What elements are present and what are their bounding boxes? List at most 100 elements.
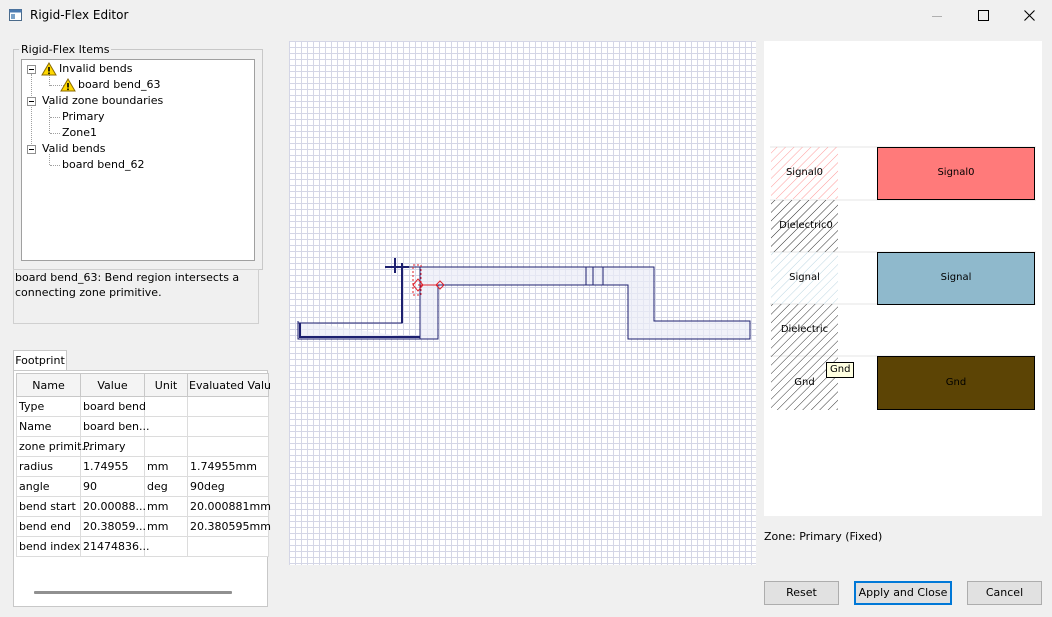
table-cell: Type bbox=[16, 396, 81, 417]
table-cell bbox=[144, 416, 188, 437]
stackup-hatch-dielectric bbox=[771, 304, 838, 356]
stackup-hatch-label: Signal0 bbox=[785, 167, 824, 178]
tree-item-label: Invalid bends bbox=[59, 62, 133, 75]
table-cell[interactable]: 20.38059... bbox=[80, 516, 146, 537]
warning-icon bbox=[60, 78, 76, 92]
table-cell: radius bbox=[16, 456, 81, 477]
table-cell: mm bbox=[144, 496, 188, 517]
table-cell bbox=[144, 396, 188, 417]
table-cell bbox=[144, 536, 188, 557]
stackup-hatch-label: Dielectric bbox=[780, 324, 829, 335]
table-cell[interactable]: Primary bbox=[80, 436, 145, 457]
tree-item-label: Valid zone boundaries bbox=[42, 94, 164, 107]
stackup-layer-label: Signal bbox=[940, 272, 972, 283]
stackup-layer-label: Signal0 bbox=[937, 167, 975, 178]
close-button[interactable] bbox=[1006, 0, 1052, 31]
table-cell[interactable]: board ben... bbox=[80, 416, 149, 437]
tree-item-board-bend-62[interactable]: board bend_62 bbox=[62, 157, 144, 173]
column-header[interactable]: Value bbox=[80, 373, 145, 397]
tree-line bbox=[31, 74, 32, 150]
stackup-swatch-signal0 bbox=[877, 147, 1035, 200]
board-outline[interactable] bbox=[289, 41, 756, 565]
table-cell[interactable]: 1.74955 bbox=[80, 456, 145, 477]
table-cell[interactable]: 20.00088... bbox=[80, 496, 146, 517]
tree-line bbox=[49, 74, 50, 86]
column-header[interactable]: Unit bbox=[144, 373, 188, 397]
table-cell: 1.74955mm bbox=[187, 456, 269, 477]
tab-label: Footprint bbox=[15, 354, 65, 367]
collapse-icon[interactable] bbox=[27, 145, 36, 154]
table-cell: 90deg bbox=[187, 476, 269, 497]
items-tree[interactable]: Invalid bends board bend_63 Valid zone b… bbox=[21, 59, 255, 261]
tree-line bbox=[50, 165, 60, 166]
table-cell: 20.380595mm bbox=[187, 516, 271, 537]
tree-item-label: Zone1 bbox=[62, 126, 98, 139]
tree-item-label: Primary bbox=[62, 110, 105, 123]
maximize-icon bbox=[977, 10, 989, 21]
tree-line bbox=[50, 133, 60, 134]
tree-line bbox=[49, 154, 50, 165]
table-cell: Name bbox=[16, 416, 81, 437]
reset-button[interactable]: Reset bbox=[764, 581, 839, 605]
items-group-title: Rigid-Flex Items bbox=[19, 43, 112, 56]
tab-footprint[interactable]: Footprint bbox=[13, 350, 67, 371]
table-cell bbox=[187, 536, 269, 557]
zone-status: Zone: Primary (Fixed) bbox=[764, 530, 883, 543]
table-row[interactable]: zone primit...Primary bbox=[16, 436, 269, 457]
stackup-hatch-signal bbox=[771, 252, 838, 304]
title-bar: Rigid-Flex Editor bbox=[0, 0, 1052, 31]
message-box: board bend_63: Bend region intersects a … bbox=[13, 269, 259, 324]
stackup-swatch-gnd bbox=[877, 356, 1035, 410]
stackup-swatch-signal bbox=[877, 252, 1035, 305]
column-header[interactable]: Name bbox=[16, 373, 81, 397]
app-icon bbox=[9, 9, 22, 21]
table-cell bbox=[187, 416, 269, 437]
design-canvas[interactable] bbox=[289, 41, 756, 565]
stackup-hatch-label: Dielectric0 bbox=[779, 220, 833, 231]
stackup-hatch-label: Signal bbox=[789, 272, 820, 283]
warning-icon bbox=[41, 62, 57, 76]
close-icon bbox=[1023, 10, 1035, 21]
stackup-layer-label: Gnd bbox=[945, 377, 967, 388]
window-title: Rigid-Flex Editor bbox=[30, 8, 129, 22]
collapse-icon[interactable] bbox=[27, 65, 36, 74]
maximize-button[interactable] bbox=[960, 0, 1006, 31]
table-cell: angle bbox=[16, 476, 81, 497]
stackup-hatch-label: Gnd bbox=[794, 377, 815, 388]
table-cell[interactable]: board bend bbox=[80, 396, 146, 417]
minimize-button[interactable] bbox=[914, 0, 960, 31]
apply-and-close-button[interactable]: Apply and Close bbox=[854, 581, 952, 605]
collapse-icon[interactable] bbox=[27, 97, 36, 106]
cancel-button[interactable]: Cancel bbox=[967, 581, 1042, 605]
table-cell: mm bbox=[144, 516, 188, 537]
tree-item-label: board bend_62 bbox=[62, 158, 145, 171]
table-cell bbox=[187, 436, 269, 457]
table-cell[interactable]: 90 bbox=[80, 476, 145, 497]
horizontal-scrollbar[interactable] bbox=[34, 591, 232, 594]
stackup-hatch-signal0 bbox=[771, 147, 838, 199]
table-cell bbox=[144, 436, 188, 457]
tree-line bbox=[50, 85, 64, 86]
tree-item-primary[interactable]: Primary bbox=[62, 109, 105, 125]
tree-item-label: board bend_63 bbox=[77, 77, 162, 93]
table-cell bbox=[187, 396, 269, 417]
tree-item-label: Valid bends bbox=[42, 142, 106, 155]
table-cell: bend start bbox=[16, 496, 81, 517]
minimize-icon bbox=[932, 15, 942, 17]
table-cell: deg bbox=[144, 476, 188, 497]
table-cell: 20.000881mm bbox=[187, 496, 271, 517]
table-cell: bend index bbox=[16, 536, 81, 557]
tree-item-zone1[interactable]: Zone1 bbox=[62, 125, 97, 141]
table-cell[interactable]: 21474836... bbox=[80, 536, 149, 557]
table-cell: bend end bbox=[16, 516, 81, 537]
column-header[interactable]: Evaluated Valu bbox=[187, 373, 271, 397]
message-text: board bend_63: Bend region intersects a … bbox=[15, 271, 240, 299]
